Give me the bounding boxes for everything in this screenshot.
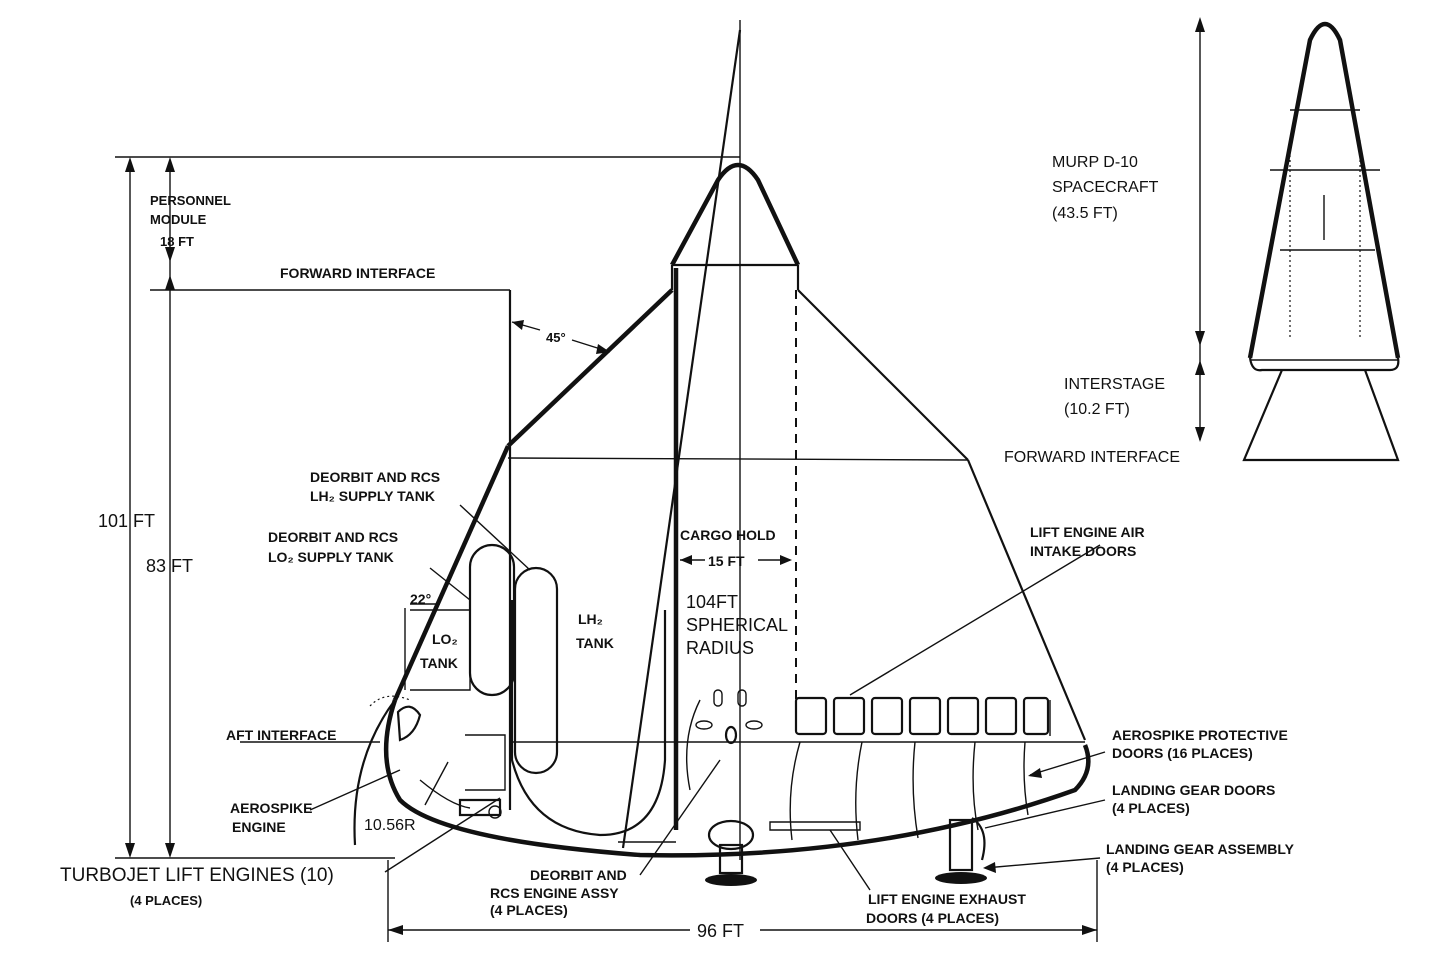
lh2-tank [510, 600, 667, 837]
label-lift-exhaust-1: LIFT ENGINE EXHAUST [868, 891, 1026, 907]
label-landing-assembly-1: LANDING GEAR ASSEMBLY [1106, 841, 1295, 857]
label-cargo-hold: CARGO HOLD [680, 527, 776, 543]
text-labels: PERSONNEL MODULE 18 FT FORWARD INTERFACE… [60, 154, 1295, 941]
label-spherical-1: 104FT [686, 592, 738, 612]
label-deorbit-lo2-1: DEORBIT AND RCS [268, 529, 398, 545]
lo2-tank [410, 609, 471, 691]
label-height-101: 101 FT [98, 511, 155, 531]
cargo-dimension [511, 320, 792, 565]
label-deorbit-engine-3: (4 PLACES) [490, 902, 568, 918]
label-lift-intake-1: LIFT ENGINE AIR [1030, 524, 1145, 540]
label-angle-45: 45° [546, 330, 566, 345]
label-aerospike-doors-2: DOORS (16 PLACES) [1112, 745, 1253, 761]
lo2-supply-tank [468, 543, 516, 697]
label-murp-3: (43.5 FT) [1052, 205, 1118, 222]
label-forward-interface-right: FORWARD INTERFACE [1004, 449, 1180, 466]
label-width-96: 96 FT [697, 921, 744, 941]
landing-gear [705, 817, 987, 886]
label-aerospike-2: ENGINE [232, 819, 286, 835]
label-height-83: 83 FT [146, 556, 193, 576]
label-angle-22: 22° [410, 591, 431, 607]
label-landing-doors-2: (4 PLACES) [1112, 800, 1190, 816]
label-lift-intake-2: INTAKE DOORS [1030, 543, 1136, 559]
label-forward-interface: FORWARD INTERFACE [280, 265, 435, 281]
label-deorbit-engine-1: DEORBIT AND [530, 867, 627, 883]
dimension-lines-left [115, 156, 740, 859]
leader-lines [309, 504, 1106, 891]
label-murp-1: MURP D-10 [1052, 154, 1138, 171]
label-lh2-tank-2: TANK [576, 635, 614, 651]
label-deorbit-lo2-2: LO₂ SUPPLY TANK [268, 549, 394, 565]
label-turbojet-1: TURBOJET LIFT ENGINES (10) [60, 865, 334, 886]
dimension-width [387, 860, 1098, 942]
panel-lines [686, 689, 1029, 841]
label-lo2-tank-2: TANK [420, 655, 458, 671]
label-deorbit-lh2-1: DEORBIT AND RCS [310, 469, 440, 485]
label-aerospike-1: AEROSPIKE [230, 800, 312, 816]
lift-engine-intake-doors [794, 696, 1051, 736]
label-aft-interface: AFT INTERFACE [226, 727, 336, 743]
label-cargo-width: 15 FT [708, 553, 745, 569]
label-lh2-tank-1: LH₂ [578, 611, 603, 627]
label-lift-exhaust-2: DOORS (4 PLACES) [866, 910, 999, 926]
label-turbojet-2: (4 PLACES) [130, 893, 202, 908]
label-interstage-1: INTERSTAGE [1064, 376, 1165, 393]
vehicle-body [353, 20, 1091, 860]
lh2-supply-tank [513, 566, 559, 775]
tanks [404, 543, 676, 843]
label-landing-assembly-2: (4 PLACES) [1106, 859, 1184, 875]
murp-spacecraft-side-view [1195, 17, 1401, 462]
label-interstage-2: (10.2 FT) [1064, 401, 1130, 418]
label-personnel-1: PERSONNEL [150, 193, 231, 208]
aerospike-detail [396, 705, 506, 819]
label-personnel-3: 18 FT [160, 234, 194, 249]
label-spherical-3: RADIUS [686, 638, 754, 658]
label-deorbit-engine-2: RCS ENGINE ASSY [490, 885, 619, 901]
label-murp-2: SPACECRAFT [1052, 179, 1159, 196]
label-spherical-2: SPHERICAL [686, 615, 788, 635]
label-landing-doors-1: LANDING GEAR DOORS [1112, 782, 1275, 798]
label-radius-1056: 10.56R [364, 817, 416, 834]
label-aerospike-doors-1: AEROSPIKE PROTECTIVE [1112, 727, 1288, 743]
label-lo2-tank-1: LO₂ [432, 631, 458, 647]
label-personnel-2: MODULE [150, 212, 207, 227]
label-deorbit-lh2-2: LH₂ SUPPLY TANK [310, 488, 435, 504]
